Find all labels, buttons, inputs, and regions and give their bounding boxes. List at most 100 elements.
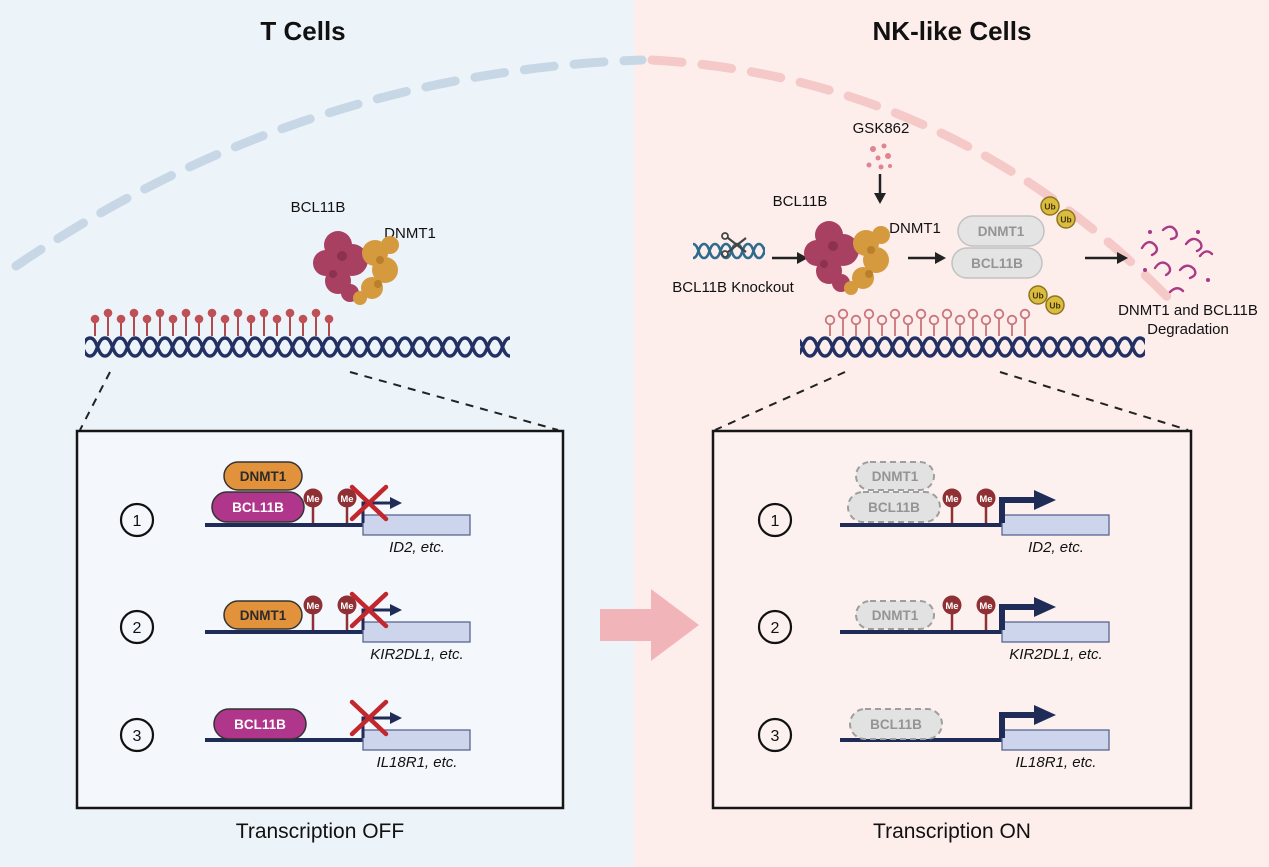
gene-label: KIR2DL1, etc. <box>1009 646 1102 663</box>
pathway-arrowhead <box>1117 252 1128 264</box>
ubiquitin-icon: Ub <box>1045 295 1065 315</box>
svg-text:Ub: Ub <box>1060 215 1071 225</box>
svg-text:Me: Me <box>306 601 319 612</box>
pathway-arrowhead <box>935 252 946 264</box>
me-lollipop: Me <box>337 595 357 630</box>
nk-row-1: 1 Me Me DNMT1 BCL11B ID2, etc. <box>757 461 1110 556</box>
svg-text:Me: Me <box>945 494 958 505</box>
degradation-fragments-icon <box>1140 225 1214 294</box>
degraded-dnmt1-pill <box>855 461 935 491</box>
svg-text:DNMT1: DNMT1 <box>872 469 919 484</box>
svg-text:DNMT1: DNMT1 <box>872 608 919 623</box>
svg-text:DNMT1: DNMT1 <box>978 224 1025 239</box>
tss-arrow <box>390 497 402 509</box>
tcell-dna-helix <box>85 330 510 364</box>
svg-text:Ub: Ub <box>1032 291 1043 301</box>
row-number: 1 <box>133 513 142 530</box>
tss-arrow <box>390 712 402 724</box>
tcell-row-2: 2 Me Me DNMT1 KIR2DL1, etc. <box>119 591 471 663</box>
dnmt1-label: DNMT1 <box>384 225 436 242</box>
me-lollipop: Me <box>976 595 996 630</box>
ubiquitin-icon: Ub <box>1056 209 1076 229</box>
nk-caption: Transcription ON <box>873 820 1031 843</box>
dnmt1-pill <box>223 461 303 491</box>
scissors-icon <box>721 232 747 258</box>
red-x-icon <box>349 484 389 522</box>
me-lollipop: Me <box>942 595 962 630</box>
degradation-label-line2: Degradation <box>1147 321 1229 338</box>
svg-text:DNMT1: DNMT1 <box>240 469 287 484</box>
zoom-connector <box>349 371 559 431</box>
me-lollipop: Me <box>337 488 357 523</box>
gene-body-box <box>1001 621 1110 643</box>
svg-text:BCL11B: BCL11B <box>870 717 922 732</box>
bcl11b-label: BCL11B <box>291 199 346 216</box>
row-number: 1 <box>771 513 780 530</box>
svg-text:BCL11B: BCL11B <box>971 256 1023 271</box>
tcell-caption: Transcription OFF <box>236 820 404 843</box>
gene-body-box <box>362 514 471 536</box>
membrane-blue <box>11 55 647 271</box>
dnmt1-label: DNMT1 <box>889 220 941 237</box>
tss-arrow <box>390 604 402 616</box>
ubiquitinated-dnmt1-pill <box>957 215 1045 247</box>
gene-label: KIR2DL1, etc. <box>370 646 463 663</box>
gsk862-label: GSK862 <box>853 120 910 137</box>
gene-body-box <box>1001 729 1110 751</box>
gene-body-box <box>362 729 471 751</box>
tss-arrow-on <box>1034 705 1056 725</box>
svg-text:Me: Me <box>979 494 992 505</box>
gene-label: ID2, etc. <box>389 539 445 556</box>
ubiquitin-icon: Ub <box>1028 285 1048 305</box>
membrane-pink <box>647 55 1185 315</box>
gene-label: IL18R1, etc. <box>377 754 458 771</box>
gene-label: IL18R1, etc. <box>1016 754 1097 771</box>
tcell-row-1: 1 Me Me DNMT1 BCL11B ID2, etc. <box>119 461 471 556</box>
degraded-bcl11b-pill <box>847 491 941 523</box>
pathway-arrowhead <box>797 252 808 264</box>
row-number: 3 <box>133 728 142 745</box>
bcl11b-pill <box>213 708 307 740</box>
nk-row-2: 2 Me Me DNMT1 KIR2DL1, etc. <box>757 595 1110 663</box>
svg-text:Me: Me <box>340 601 353 612</box>
svg-text:Me: Me <box>340 494 353 505</box>
svg-text:Ub: Ub <box>1049 301 1060 311</box>
me-lollipop: Me <box>303 595 323 630</box>
degraded-dnmt1-pill <box>855 600 935 630</box>
gene-body-box <box>362 621 471 643</box>
dnmt1-pill <box>223 600 303 630</box>
transition-arrow <box>600 589 699 661</box>
knockout-label: BCL11B Knockout <box>672 279 794 296</box>
nk-row-3: 3 BCL11B IL18R1, etc. <box>757 705 1110 771</box>
tss-arrow-on <box>1034 597 1056 617</box>
red-x-icon <box>349 591 389 629</box>
row-number: 3 <box>771 728 780 745</box>
ubiquitin-icon: Ub <box>1040 196 1060 216</box>
tcell-title: T Cells <box>260 16 345 46</box>
zoom-connector <box>79 371 111 431</box>
svg-text:Ub: Ub <box>1044 202 1055 212</box>
nk-pathway: GSK862 BCL11B Knockout BCL11B DNMT1 DNMT… <box>672 120 1258 338</box>
row-number: 2 <box>771 620 780 637</box>
red-x-icon <box>349 699 389 737</box>
svg-text:Me: Me <box>306 494 319 505</box>
row-number: 2 <box>133 620 142 637</box>
svg-text:BCL11B: BCL11B <box>868 500 920 515</box>
tss-arrow-on <box>1034 490 1056 510</box>
me-lollipop: Me <box>303 488 323 523</box>
degradation-label-line1: DNMT1 and BCL11B <box>1118 302 1258 319</box>
gene-label: ID2, etc. <box>1028 539 1084 556</box>
me-lollipop: Me <box>976 488 996 523</box>
nk-title: NK-like Cells <box>873 16 1032 46</box>
gene-body-box <box>1001 514 1110 536</box>
tcell-row-3: 3 BCL11B IL18R1, etc. <box>119 699 471 771</box>
svg-text:Me: Me <box>945 601 958 612</box>
gsk-arrowhead <box>874 193 886 204</box>
zoom-connector <box>999 371 1189 431</box>
drug-dots-icon <box>866 143 892 170</box>
degraded-bcl11b-pill <box>849 708 943 740</box>
ubiquitinated-bcl11b-pill <box>951 247 1043 279</box>
tcell-protein-complex: BCL11B DNMT1 <box>291 199 436 305</box>
